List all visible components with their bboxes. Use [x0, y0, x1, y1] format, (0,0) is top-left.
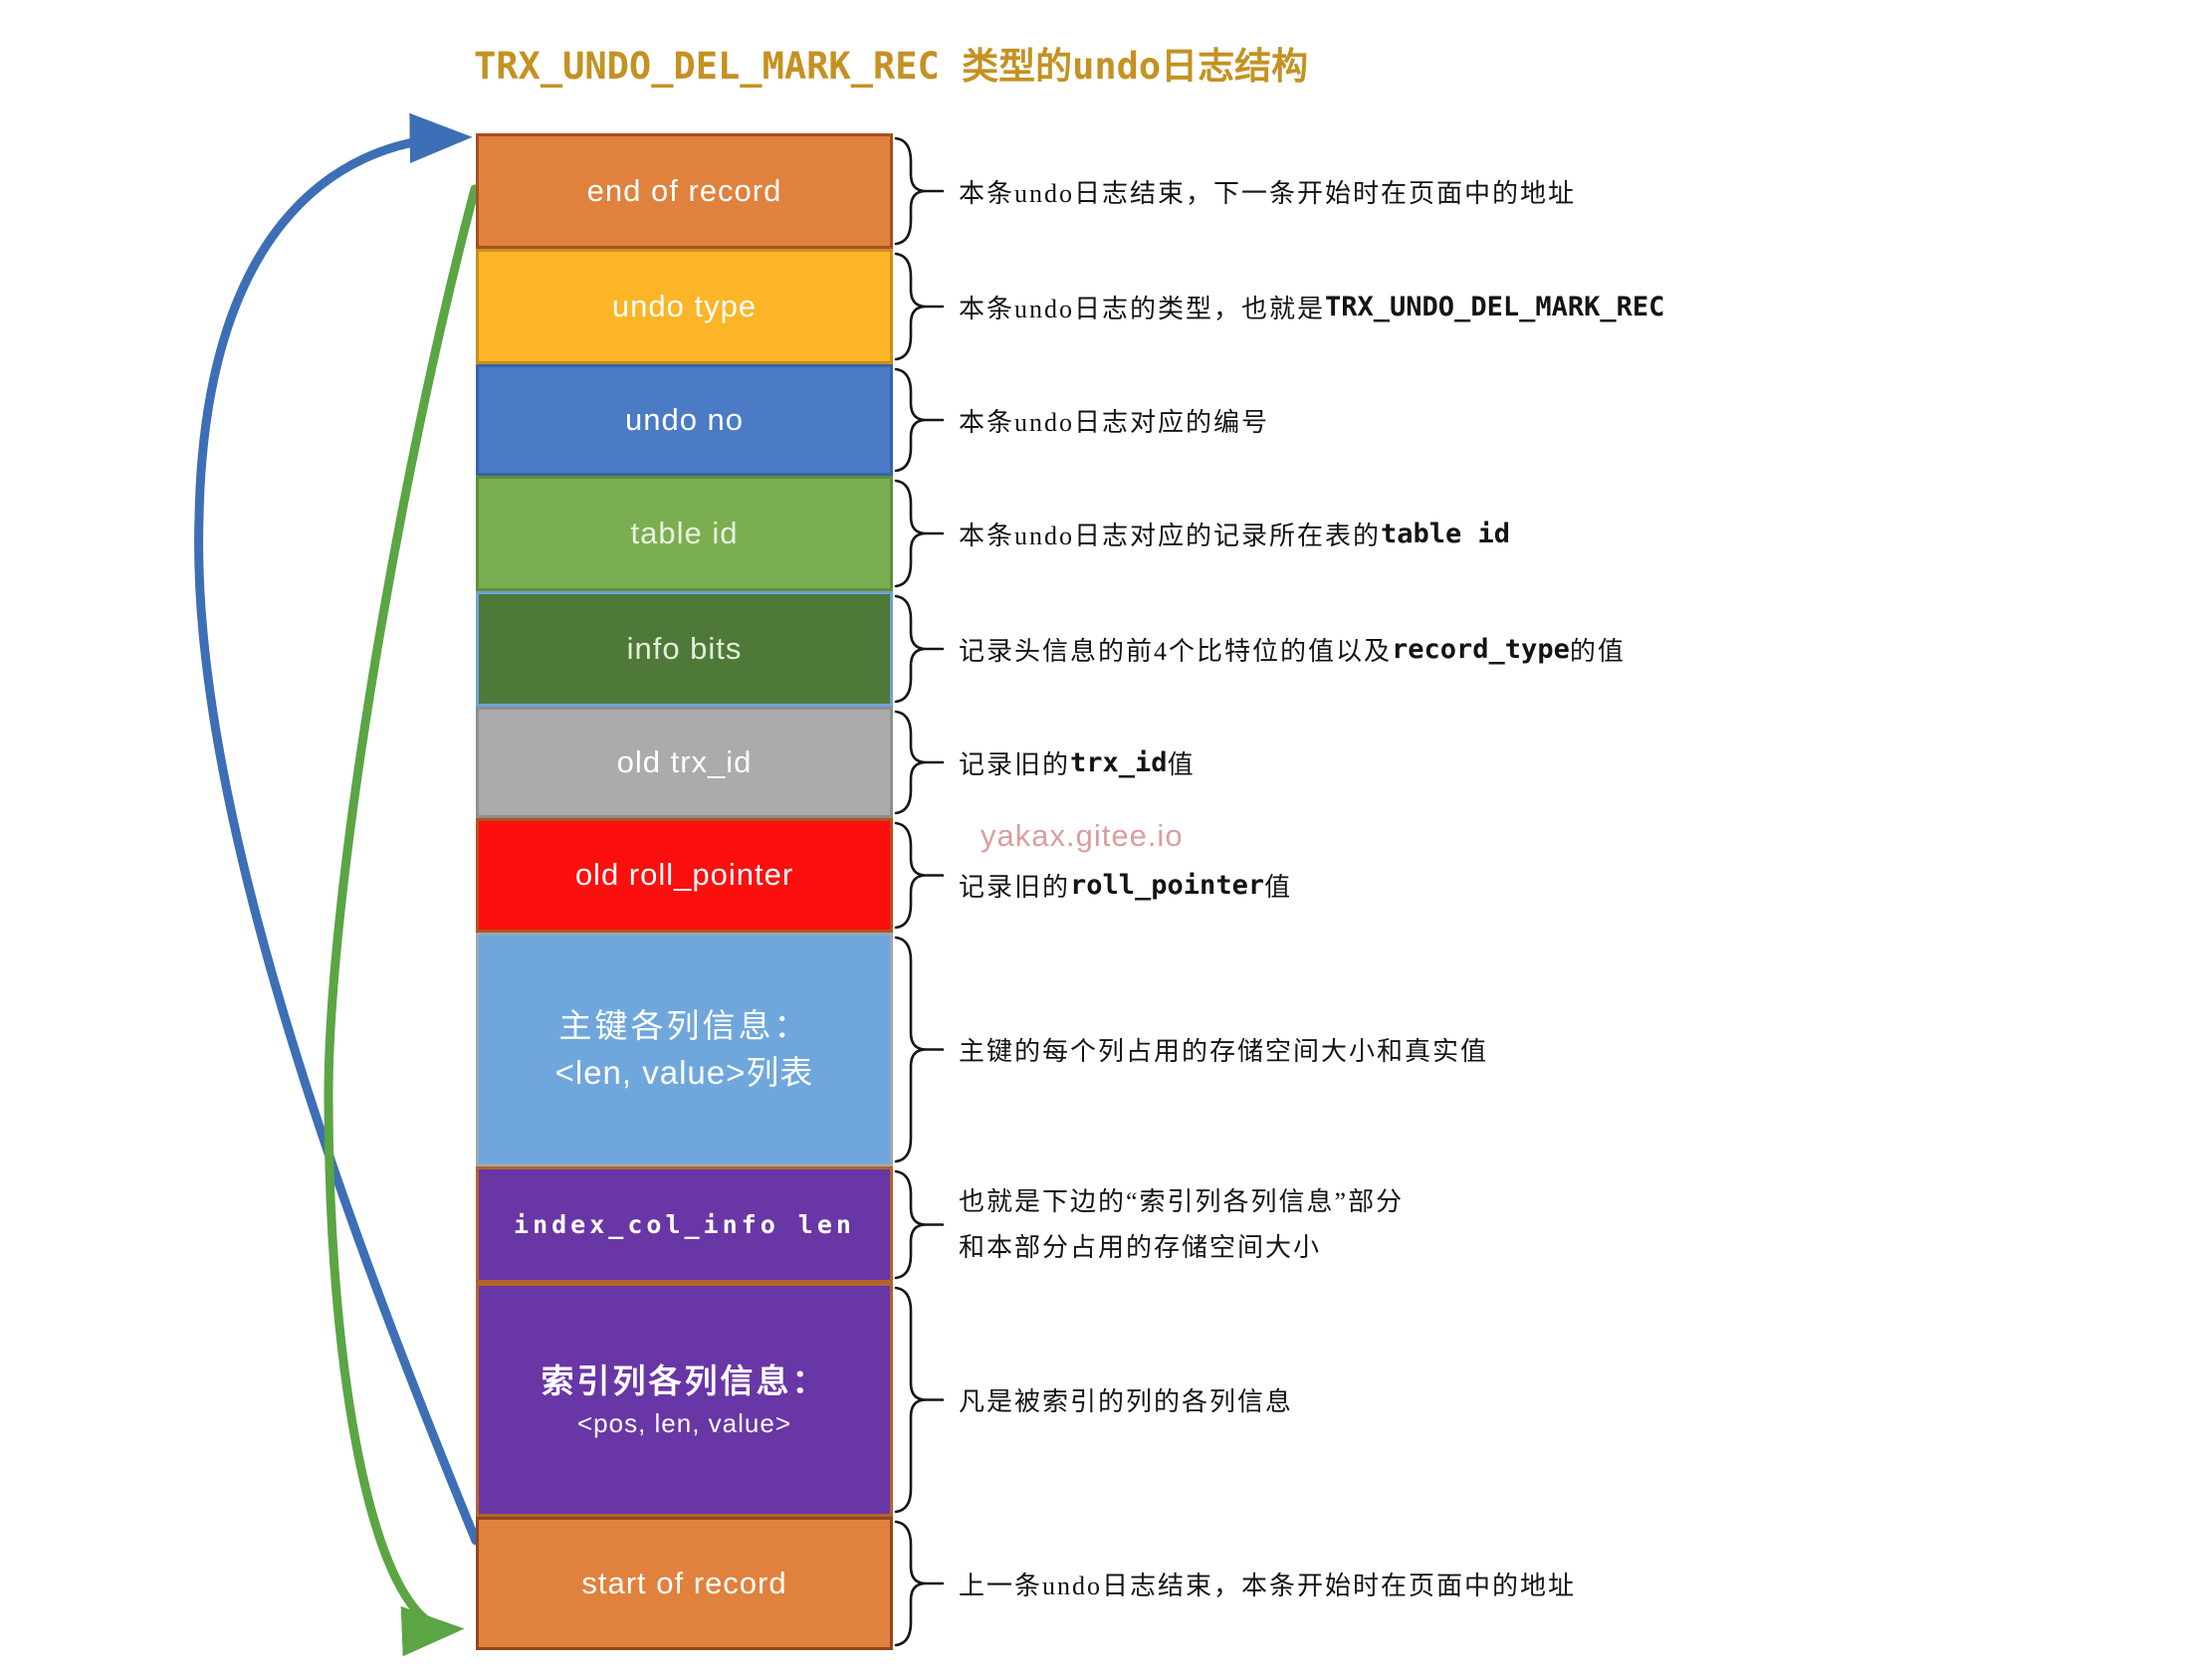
annotation-index-cols: 凡是被索引的列的各列信息	[959, 1387, 1294, 1416]
code-text: record_type	[1392, 633, 1570, 665]
code-text: table id	[1381, 518, 1511, 549]
row-brace	[894, 1520, 945, 1647]
row-brace	[894, 252, 945, 361]
block-label: undo type	[611, 288, 758, 323]
block-index-cols: 索引列各列信息： <pos, len, value>	[476, 1283, 893, 1517]
block-label: 索引列各列信息：	[541, 1363, 828, 1400]
block-label: start of record	[581, 1565, 787, 1600]
code-text: TRX_UNDO_DEL_MARK_REC	[1325, 291, 1665, 322]
block-sublabel: <pos, len, value>	[576, 1407, 792, 1438]
block-old-trx-id: old trx_id	[476, 707, 893, 818]
annotation-end-of-record: 本条undo日志结束，下一条开始时在页面中的地址	[959, 178, 1577, 208]
row-brace	[894, 367, 945, 473]
block-label: old trx_id	[616, 743, 753, 779]
code-text: roll_pointer	[1070, 870, 1265, 901]
green-arrow-end-to-start	[324, 184, 480, 1657]
annotation-start-of-record: 上一条undo日志结束，本条开始时在页面中的地址	[959, 1571, 1577, 1600]
block-table-id: table id	[476, 476, 893, 591]
annotation-table-id: 本条undo日志对应的记录所在表的 table id	[959, 518, 1511, 550]
block-old-roll-pointer: old roll_pointer	[476, 818, 893, 933]
annotation-primary-key-cols: 主键的每个列占用的存储空间大小和真实值	[959, 1037, 1489, 1066]
block-undo-type: undo type	[476, 249, 893, 364]
block-end-of-record: end of record	[476, 133, 893, 249]
code-text: trx_id	[1070, 746, 1168, 778]
block-label: table id	[630, 515, 739, 550]
row-brace	[894, 1286, 945, 1514]
watermark: yakax.gitee.io	[981, 818, 1184, 853]
block-label: old roll_pointer	[574, 857, 794, 893]
block-primary-key-cols: 主键各列信息： <len, value>列表	[476, 933, 893, 1166]
block-start-of-record: start of record	[476, 1517, 893, 1650]
row-brace	[894, 821, 945, 930]
block-label: index_col_info len	[514, 1209, 855, 1239]
block-info-bits: info bits	[476, 591, 893, 707]
block-undo-no: undo no	[476, 364, 893, 476]
row-brace	[894, 710, 945, 815]
block-label: end of record	[586, 172, 782, 208]
annotation-index-col-info-len: 也就是下边的“索引列各列信息”部分 和本部分占用的存储空间大小	[959, 1186, 1405, 1262]
row-brace	[894, 479, 945, 588]
row-brace	[894, 936, 945, 1163]
block-label: 主键各列信息：	[558, 1006, 810, 1044]
page-title: TRX_UNDO_DEL_MARK_REC 类型的undo日志结构	[474, 45, 1309, 88]
block-index-col-info-len: index_col_info len	[476, 1166, 893, 1283]
row-brace	[894, 136, 945, 246]
annotation-undo-no: 本条undo日志对应的编号	[959, 407, 1270, 437]
row-brace	[894, 594, 945, 704]
blue-arrow-start-to-end	[194, 112, 481, 1546]
row-brace	[894, 1169, 945, 1280]
block-sublabel: <len, value>列表	[554, 1054, 814, 1092]
block-label: info bits	[626, 630, 743, 666]
block-label: undo no	[624, 401, 745, 437]
